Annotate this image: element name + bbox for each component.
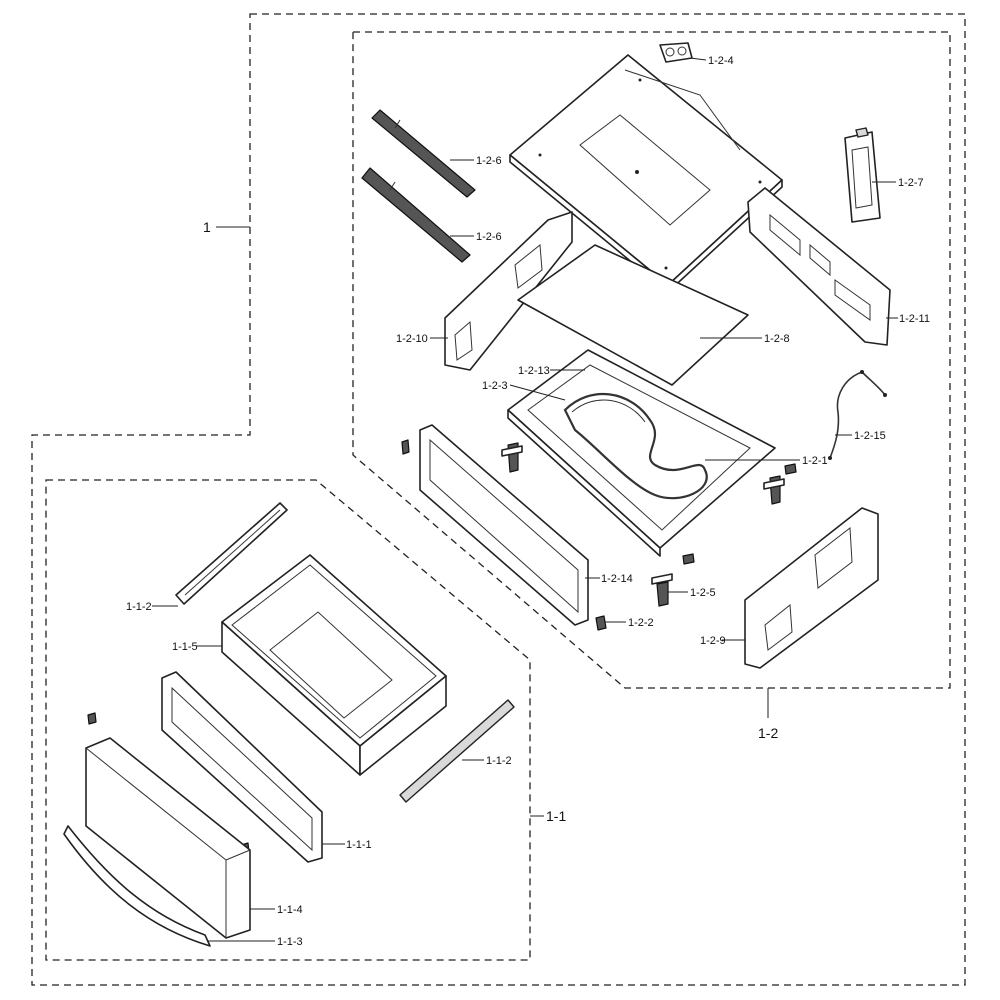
callout-1-2-1: 1-2-1: [802, 455, 828, 467]
part-clip-a: [784, 463, 797, 475]
callout-1-2-7: 1-2-7: [898, 177, 924, 189]
callout-1-2-6-lower: 1-2-6: [476, 231, 502, 243]
part-1-2-15-wire: [828, 370, 887, 460]
callout-1-1-2-left: 1-1-2: [126, 601, 152, 613]
callout-1-2-3: 1-2-3: [482, 380, 508, 392]
part-1-2-11-side-panel: [747, 187, 891, 346]
callout-1-2-15: 1-2-15: [854, 430, 886, 442]
group-1-2-boundary: [352, 31, 951, 689]
part-1-1-5-drawer-box: [221, 554, 447, 776]
group-1-boundary: [31, 13, 966, 986]
part-1-2-5-leveling-leg: [651, 573, 673, 607]
part-screw-left: [401, 439, 410, 455]
callout-1-2-8: 1-2-8: [764, 333, 790, 345]
callout-1-2-2: 1-2-2: [628, 617, 654, 629]
part-1-2-1-heater-element: [563, 392, 708, 500]
part-1-2-6-rail-upper: [371, 109, 476, 198]
callout-1-1-4: 1-1-4: [277, 904, 303, 916]
group-label-1: 1: [203, 219, 211, 235]
part-screw-tray-right: [763, 475, 785, 505]
part-1-1-3-handle: [63, 825, 211, 947]
part-1-2-2-screw: [595, 615, 607, 631]
callout-1-2-9: 1-2-9: [700, 635, 726, 647]
callout-1-2-6-upper: 1-2-6: [476, 155, 502, 167]
part-screw-lower-left: [87, 712, 97, 725]
part-1-1-1-drawer-inner-frame: [161, 671, 323, 863]
group-label-1-2: 1-2: [758, 725, 778, 741]
callout-1-1-2-right: 1-1-2: [486, 755, 512, 767]
callout-1-1-1: 1-1-1: [346, 839, 372, 851]
part-1-2-8-plate: [517, 244, 749, 386]
part-1-1-2-rail-left: [175, 502, 288, 605]
part-1-2-7-bracket: [844, 127, 881, 223]
part-clip-b: [682, 553, 695, 565]
callout-leaders: [152, 57, 898, 942]
callout-1-2-4: 1-2-4: [708, 55, 734, 67]
part-1-2-10-side-panel: [444, 211, 573, 371]
callout-1-2-5: 1-2-5: [690, 587, 716, 599]
part-1-2-14-frame: [419, 424, 589, 626]
callout-1-2-10: 1-2-10: [396, 333, 428, 345]
callout-1-1-3: 1-1-3: [277, 936, 303, 948]
part-1-2-9-rear-panel: [744, 507, 879, 669]
group-label-1-1: 1-1: [546, 808, 566, 824]
part-1-1-4-drawer-front: [85, 737, 251, 939]
callout-1-2-13: 1-2-13: [518, 365, 550, 377]
part-1-2-4-bracket: [659, 42, 693, 63]
callout-1-2-14: 1-2-14: [601, 573, 633, 585]
part-1-2-6-rail-lower: [361, 167, 471, 263]
part-1-1-2-rail-right: [399, 699, 515, 803]
callout-1-1-5: 1-1-5: [172, 641, 198, 653]
part-screw-tray-left: [501, 442, 523, 473]
group-1-1-boundary: [45, 479, 531, 961]
part-1-2-3-base-tray: [507, 349, 776, 557]
callout-1-2-11: 1-2-11: [899, 313, 930, 325]
